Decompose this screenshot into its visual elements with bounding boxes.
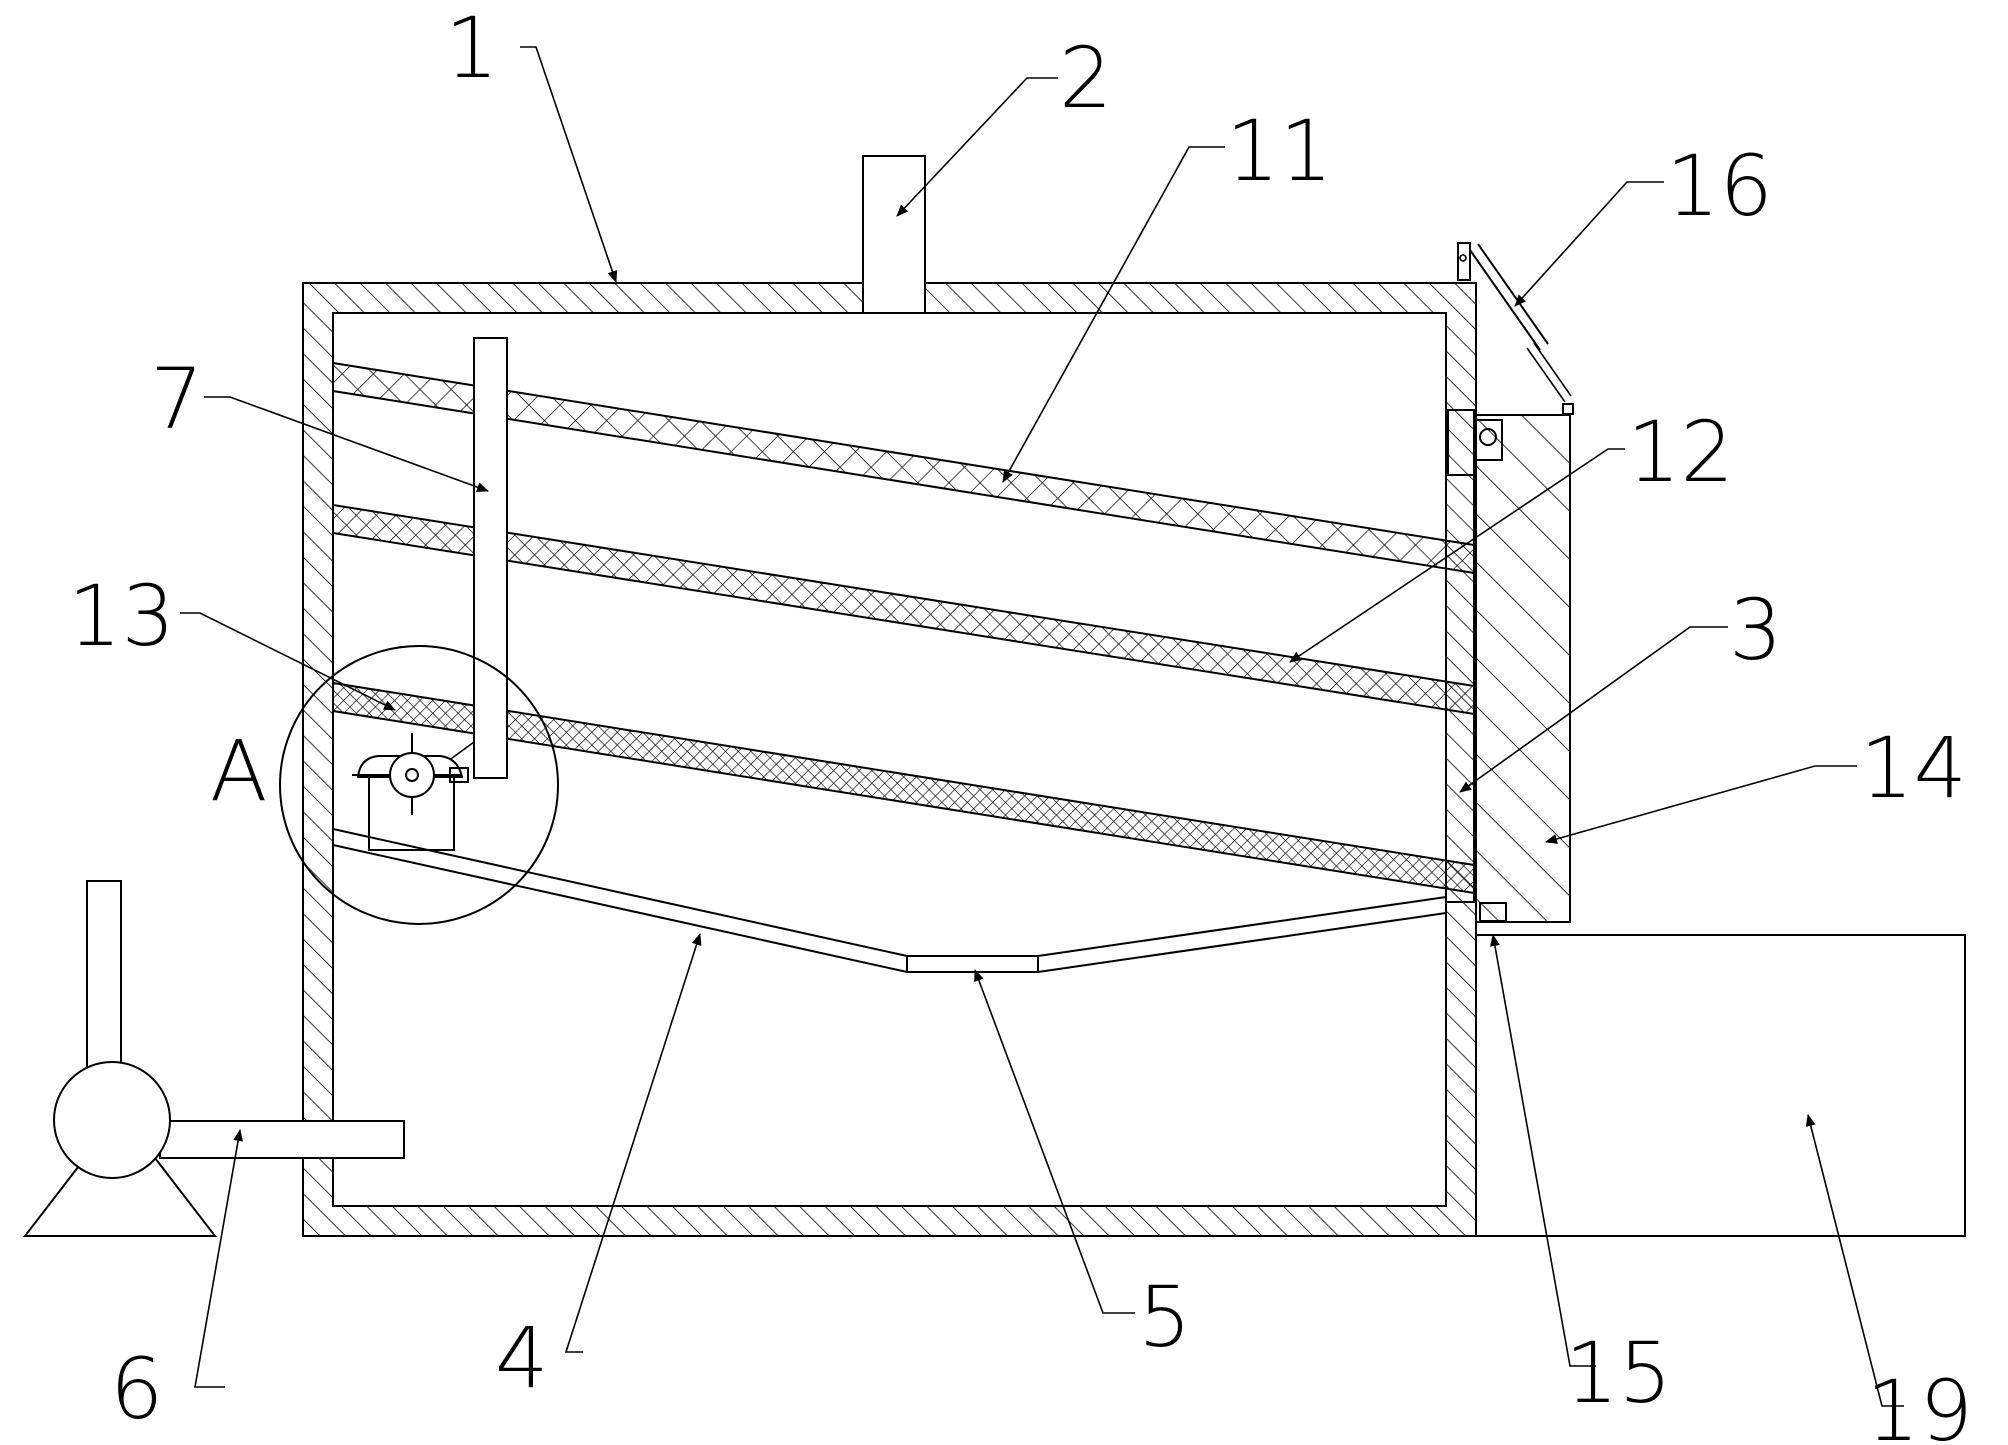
screen-bottom [332, 681, 1475, 895]
motor [352, 733, 469, 851]
label-vibrator: 7 [150, 350, 203, 448]
label-door: 14 [1860, 719, 1967, 817]
label-cylinder: 16 [1666, 137, 1773, 235]
label-screen-middle: 12 [1627, 403, 1734, 501]
label-detail-view: A [210, 722, 267, 820]
blower [22, 880, 405, 1237]
collection-box [1476, 934, 1966, 1237]
door [1475, 414, 1571, 923]
screen-top [332, 361, 1475, 575]
feed-inlet [862, 155, 926, 314]
label-screen-top: 11 [1226, 102, 1333, 200]
vibrator-rod [443, 337, 508, 779]
labels: 1 2 11 16 7 12 13 3 A 14 4 5 6 15 19 [68, 0, 1973, 1445]
label-blower: 6 [110, 1340, 163, 1438]
label-screen-bottom: 13 [68, 567, 175, 665]
screen-middle [332, 503, 1475, 716]
label-housing: 1 [445, 0, 498, 97]
label-collection-box: 19 [1866, 1362, 1973, 1445]
label-outlet: 5 [1138, 1268, 1191, 1366]
label-feed-inlet: 2 [1059, 29, 1112, 127]
detail-circle [279, 645, 559, 925]
outlet [906, 955, 1039, 973]
hinge [1479, 902, 1507, 922]
cylinder [1457, 242, 1574, 415]
leader-lines [180, 46, 1904, 1407]
label-slope-plate: 4 [495, 1309, 548, 1407]
label-hinge: 15 [1565, 1324, 1672, 1422]
label-side-plate: 3 [1729, 581, 1782, 679]
door-top-hinge [1473, 419, 1503, 461]
